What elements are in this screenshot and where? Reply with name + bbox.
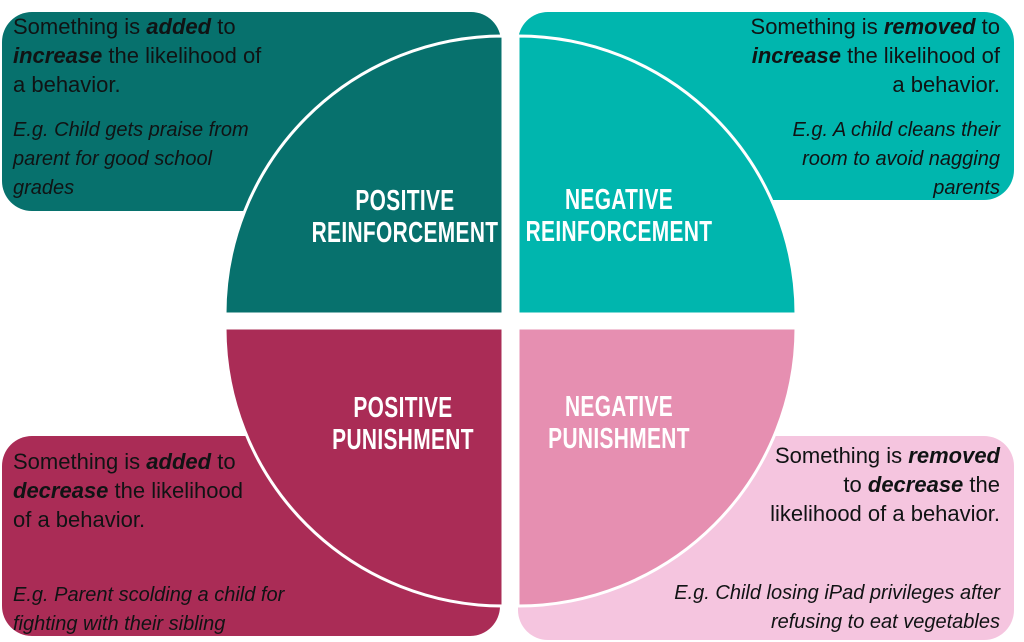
quadrant-positive-punishment	[223, 326, 505, 608]
quadrant-positive-reinforcement	[223, 34, 505, 316]
quadrant-negative-punishment	[516, 326, 798, 608]
quadrant-negative-reinforcement	[516, 34, 798, 316]
label-positive-punishment: POSITIVE PUNISHMENT	[332, 392, 474, 456]
label-negative-reinforcement: NEGATIVE REINFORCEMENT	[525, 184, 713, 248]
label-positive-reinforcement: POSITIVE REINFORCEMENT	[311, 185, 499, 249]
label-negative-punishment: NEGATIVE PUNISHMENT	[548, 391, 690, 455]
